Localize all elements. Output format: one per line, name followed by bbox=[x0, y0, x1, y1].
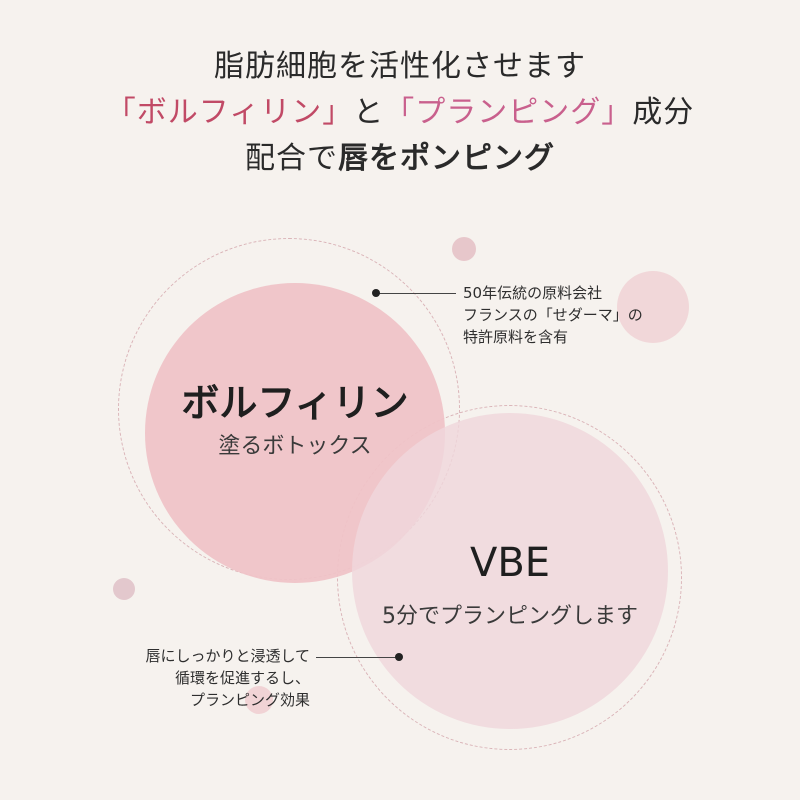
leader-dot bbox=[372, 289, 380, 297]
decorative-dot bbox=[617, 271, 689, 343]
headline-line-2: 「ボルフィリン」と「プランピング」成分 bbox=[0, 90, 800, 136]
conjunction-text: と bbox=[353, 95, 385, 130]
ingredient-name-volufiline: 「ボルフィリン」 bbox=[105, 95, 354, 130]
ingredient-subtitle-2: 5分でプランピングします bbox=[382, 604, 638, 629]
note-line: 循環を促進するし、 bbox=[174, 669, 310, 687]
note-line: 特許原料を含有 bbox=[463, 328, 569, 346]
leader-dot bbox=[395, 653, 403, 661]
note-line: 50年伝統の原料会社 bbox=[463, 284, 603, 302]
decorative-dot bbox=[113, 578, 135, 600]
dashed-ring bbox=[337, 405, 682, 750]
formulation-text: 配合で bbox=[245, 141, 338, 176]
ingredient-title-1: ボルフィリン bbox=[181, 381, 409, 425]
ingredient-title-2: VBE bbox=[469, 540, 551, 586]
emphasis-text: 唇をポンピング bbox=[338, 141, 555, 176]
component-text: 成分 bbox=[632, 95, 695, 130]
headline-line-3: 配合で唇をポンピング bbox=[0, 136, 800, 182]
vbe-circle bbox=[352, 413, 668, 729]
note-top-right: 50年伝統の原料会社 フランスの「せダーマ」の 特許原料を含有 bbox=[463, 282, 643, 348]
leader-line bbox=[316, 657, 398, 658]
decorative-dot bbox=[245, 686, 273, 714]
note-line: プランピング効果 bbox=[189, 691, 310, 709]
note-bottom-left: 唇にしっかりと浸透して 循環を促進するし、 プランピング効果 bbox=[60, 645, 310, 711]
leader-line bbox=[376, 293, 456, 294]
decorative-dot bbox=[452, 237, 476, 261]
ingredient-name-plumping: 「プランピング」 bbox=[384, 95, 633, 130]
note-line: 唇にしっかりと浸透して bbox=[145, 647, 310, 665]
note-line: フランスの「せダーマ」の bbox=[463, 306, 643, 324]
headline-line-1: 脂肪細胞を活性化させます bbox=[214, 49, 586, 84]
ingredient-subtitle-1: 塗るボトックス bbox=[218, 434, 372, 459]
headline: 脂肪細胞を活性化させます 「ボルフィリン」と「プランピング」成分 配合で唇をポン… bbox=[0, 44, 800, 182]
